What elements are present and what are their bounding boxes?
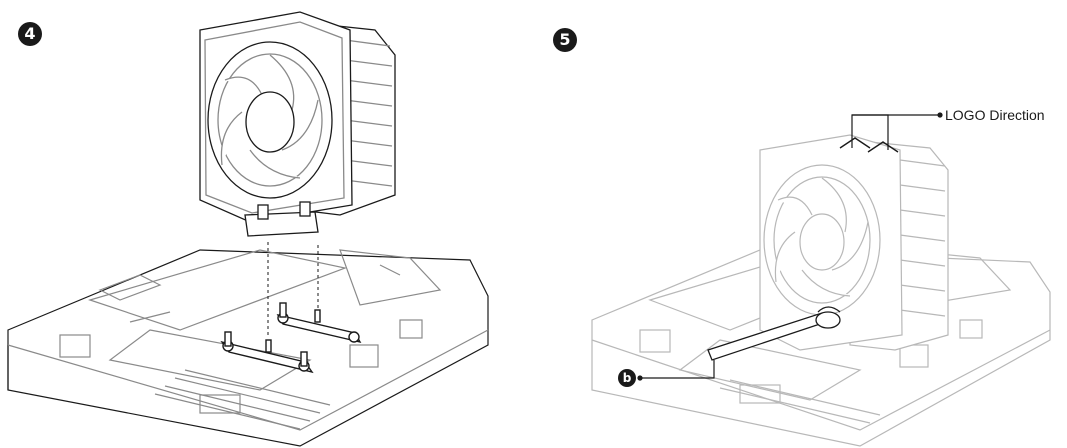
- mounting-bracket-rear: [276, 302, 362, 344]
- alignment-lines-left: [267, 242, 319, 335]
- motherboard-right: [591, 249, 1051, 447]
- step-5-badge: 5: [553, 28, 577, 52]
- cpu-cooler-left: [199, 11, 396, 237]
- logo-direction-marks: [839, 137, 899, 153]
- cpu-cooler-right: [759, 134, 949, 351]
- logo-direction-leader: [851, 112, 943, 150]
- motherboard-left: [7, 249, 489, 447]
- screwdriver-tool: [707, 306, 841, 361]
- logo-direction-label: LOGO Direction: [945, 107, 1045, 123]
- b-marker-badge: b: [618, 369, 636, 387]
- mounting-bracket-front: [220, 331, 314, 374]
- step-4-badge: 4: [18, 22, 42, 46]
- b-leader: [637, 360, 715, 381]
